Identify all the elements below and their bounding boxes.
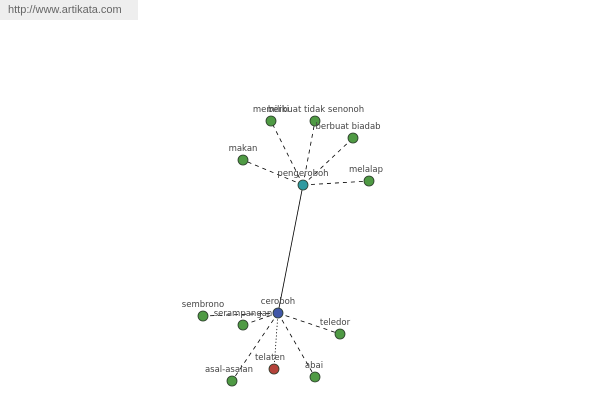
node-teledor[interactable] (334, 328, 346, 340)
node-label-serampangan[interactable]: serampangan (214, 309, 273, 319)
node-melalap[interactable] (363, 175, 375, 187)
node-label-makan[interactable]: makan (229, 144, 258, 154)
url-bar: http://www.artikata.com (0, 0, 138, 20)
node-label-abai[interactable]: abai (305, 361, 323, 371)
node-label-berbuat-biadab[interactable]: berbuat biadab (315, 122, 380, 132)
node-makan[interactable] (237, 154, 249, 166)
node-asal-asalan[interactable] (226, 375, 238, 387)
node-layer (197, 115, 375, 387)
node-sembrono[interactable] (197, 310, 209, 322)
node-serampangan[interactable] (237, 319, 249, 331)
node-memiliki[interactable] (265, 115, 277, 127)
edge-ceroboh-serampangan (242, 312, 279, 326)
edge-pengeroboh-memiliki (270, 120, 304, 186)
node-label-memiliki[interactable]: memiliki (253, 105, 289, 115)
node-telaten[interactable] (268, 363, 280, 375)
node-label-asal-asalan[interactable]: asal-asalan (205, 365, 253, 375)
edge-pengeroboh-berbuat-biadab (302, 137, 354, 186)
node-berbuat-tidak-senonoh[interactable] (309, 115, 321, 127)
node-label-berbuat-tidak-senonoh[interactable]: berbuat tidak senonoh (268, 105, 364, 115)
edge-ceroboh-teledor (277, 312, 341, 335)
node-label-ceroboh[interactable]: ceroboh (261, 297, 295, 307)
node-pengeroboh[interactable] (297, 179, 309, 191)
node-label-teledor[interactable]: teledor (320, 318, 351, 328)
node-abai[interactable] (309, 371, 321, 383)
edge-ceroboh-asal-asalan (231, 312, 279, 382)
edge-pengeroboh-melalap (302, 180, 370, 186)
node-label-telaten[interactable]: telaten (255, 353, 285, 363)
node-label-pengeroboh[interactable]: pengeroboh (277, 169, 328, 179)
node-ceroboh[interactable] (272, 307, 284, 319)
edge-pengeroboh-ceroboh (277, 184, 304, 314)
edge-pengeroboh-berbuat-tidak-senonoh (302, 120, 316, 186)
edge-layer (202, 120, 370, 382)
node-label-sembrono[interactable]: sembrono (182, 300, 224, 310)
site-url[interactable]: http://www.artikata.com (8, 4, 122, 16)
edge-pengeroboh-makan (242, 159, 304, 186)
node-berbuat-biadab[interactable] (347, 132, 359, 144)
node-label-melalap[interactable]: melalap (349, 165, 383, 175)
